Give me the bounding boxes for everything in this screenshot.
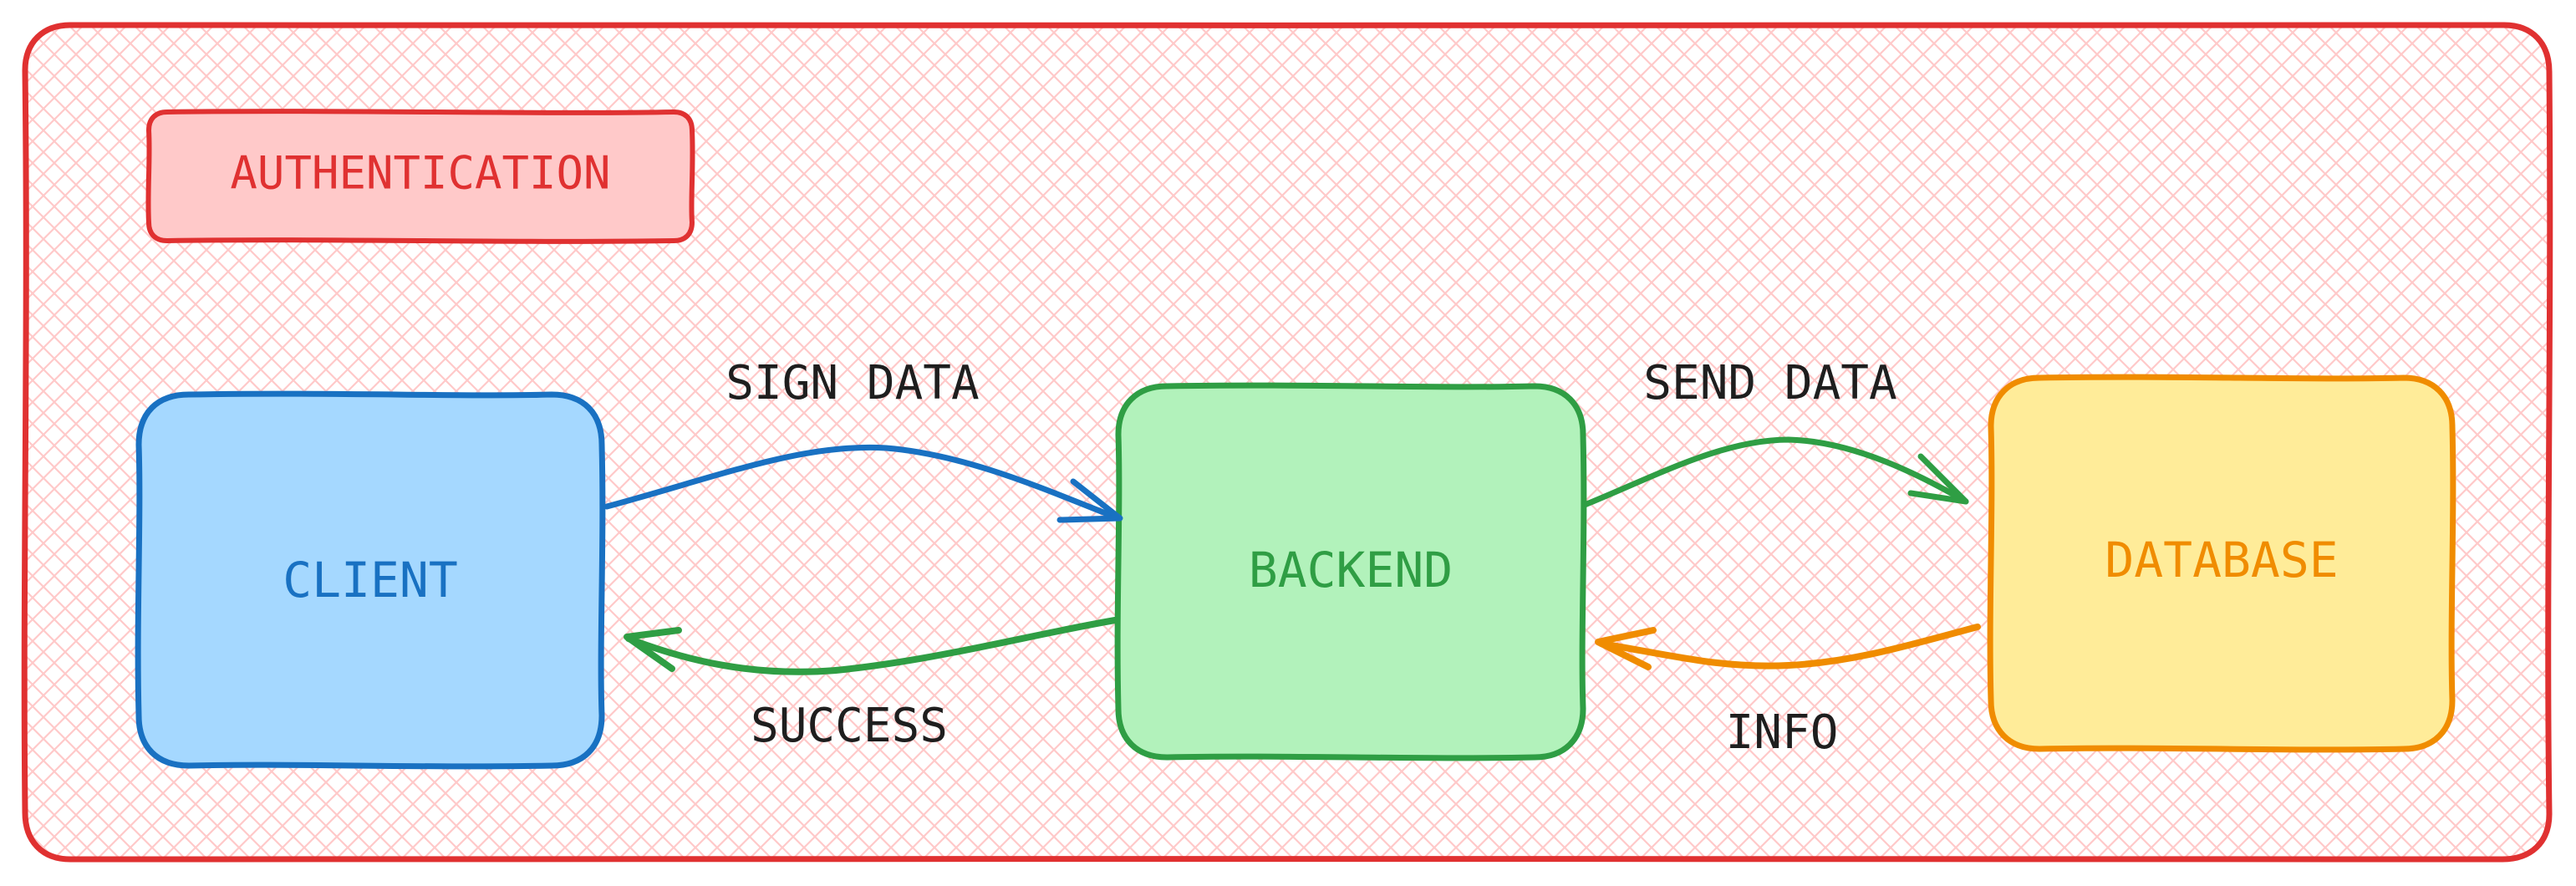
backend-label: BACKEND <box>1249 542 1453 598</box>
database-label: DATABASE <box>2105 532 2338 588</box>
authentication-title-frame <box>145 109 695 244</box>
info-arrowhead <box>1595 627 1657 670</box>
info-edge[interactable]: INFO <box>1595 624 1981 760</box>
success-arrowhead <box>624 627 682 672</box>
database-node-box <box>1987 374 2456 753</box>
client-label: CLIENT <box>283 552 458 608</box>
sign-data-edge[interactable]: SIGN DATA <box>603 356 1123 523</box>
backend-node-box <box>1114 382 1587 761</box>
send-data-arrow-line <box>1581 436 1969 508</box>
info-arrow-line <box>1598 624 1981 670</box>
sign-data-arrow-line <box>603 444 1122 522</box>
success-edge[interactable]: SUCCESS <box>624 617 1118 753</box>
send-data-arrowhead <box>1907 453 1969 505</box>
client-node[interactable]: CLIENT <box>135 390 606 770</box>
client-node-box <box>135 390 606 770</box>
info-label: INFO <box>1726 705 1839 760</box>
authentication-title: AUTHENTICATION <box>230 147 610 200</box>
success-arrow-line <box>625 617 1118 675</box>
send-data-label: SEND DATA <box>1643 356 1896 410</box>
authentication-title-box[interactable]: AUTHENTICATION <box>145 109 695 244</box>
sign-data-label: SIGN DATA <box>725 356 979 410</box>
authentication-group-border <box>21 21 2553 863</box>
sign-data-arrowhead <box>1056 478 1123 523</box>
database-node[interactable]: DATABASE <box>1987 374 2456 753</box>
backend-node[interactable]: BACKEND <box>1114 382 1587 761</box>
send-data-edge[interactable]: SEND DATA <box>1581 356 1969 508</box>
success-label: SUCCESS <box>751 699 948 753</box>
